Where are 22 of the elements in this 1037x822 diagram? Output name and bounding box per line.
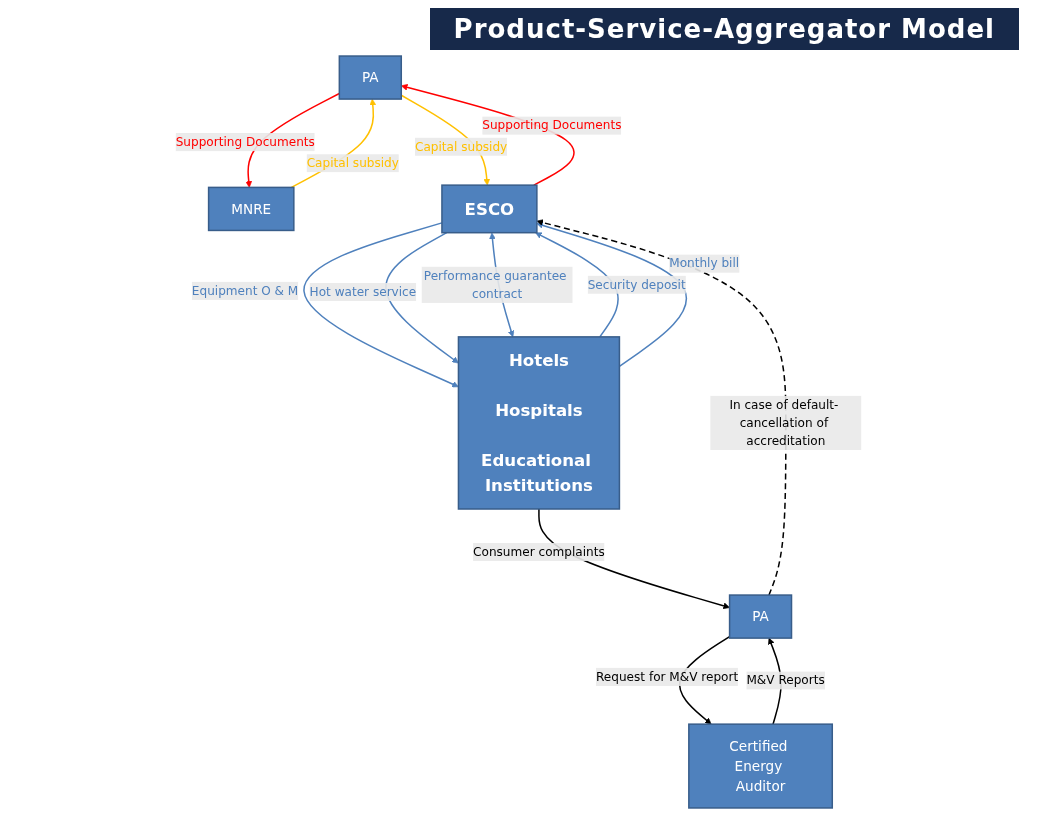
edge-label: Hot water service <box>309 284 417 299</box>
edge-label: M&V Reports <box>746 672 825 688</box>
arrow <box>303 222 459 388</box>
edge-label: Capital subsidy <box>306 155 399 171</box>
edge-label: Security deposit <box>587 277 686 292</box>
edge-label: Equipment O & M <box>191 283 299 298</box>
edge-label: Supporting Documents <box>175 134 315 149</box>
edge-label: Performance guarantee contract <box>423 268 567 301</box>
edge-label: Consumer complaints <box>473 544 605 559</box>
edge-label: Supporting Documents <box>482 118 622 133</box>
node-box: MNRE <box>207 186 295 232</box>
node-box: PA <box>728 594 793 639</box>
node-box: Hotels Hospitals Educational Institutions <box>457 336 621 510</box>
edge-label: Capital subsidy <box>414 139 508 154</box>
node-box: ESCO <box>441 184 538 234</box>
title-banner: Product-Service-Aggregator Model <box>429 8 1019 50</box>
edge-label: In case of default- cancellation of accreditation <box>729 397 839 448</box>
node-box: Certified Energy Auditor <box>688 723 834 809</box>
edge-label: Request for M&V report <box>596 669 739 684</box>
arrow <box>385 231 459 364</box>
node-box: PA <box>338 55 403 100</box>
edge-label: Monthly bill <box>669 256 740 271</box>
